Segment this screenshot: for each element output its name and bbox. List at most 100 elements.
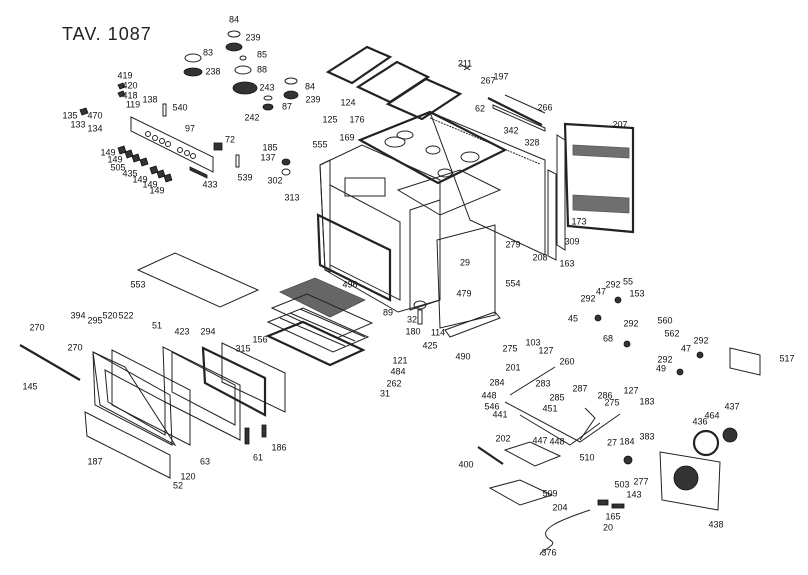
- part-number-callout: 553: [130, 279, 146, 290]
- part-number-callout: 20: [602, 522, 614, 533]
- part-number-callout: 183: [639, 396, 655, 407]
- part-number-callout: 313: [284, 192, 300, 203]
- part-number-callout: 204: [552, 502, 568, 513]
- part-number-callout: 211: [457, 58, 473, 69]
- part-number-callout: 52: [172, 480, 184, 491]
- part-number-callout: 149: [107, 154, 123, 165]
- part-number-callout: 137: [260, 152, 276, 163]
- part-number-callout: 31: [379, 388, 391, 399]
- part-number-callout: 186: [271, 442, 287, 453]
- part-number-callout: 292: [657, 354, 673, 365]
- gas-and-electrical-parts: [477, 296, 761, 556]
- part-number-callout: 97: [184, 123, 196, 134]
- part-number-callout: 279: [505, 239, 521, 250]
- part-number-callout: 61: [252, 452, 264, 463]
- part-number-callout: 51: [151, 320, 163, 331]
- part-number-callout: 88: [256, 64, 268, 75]
- part-number-callout: 149: [142, 179, 158, 190]
- part-number-callout: 242: [244, 112, 260, 123]
- part-number-callout: 292: [693, 335, 709, 346]
- part-number-callout: 447: [532, 435, 548, 446]
- part-number-callout: 510: [579, 452, 595, 463]
- part-number-callout: 277: [633, 476, 649, 487]
- part-number-callout: 420: [122, 80, 138, 91]
- part-number-callout: 267: [480, 75, 496, 86]
- part-number-callout: 275: [604, 397, 620, 408]
- part-number-callout: 32: [406, 314, 418, 325]
- part-number-callout: 55: [622, 276, 634, 287]
- part-number-callout: 441: [492, 409, 508, 420]
- part-number-callout: 302: [267, 175, 283, 186]
- oven-door-assembly: [19, 342, 286, 479]
- part-number-callout: 47: [680, 343, 692, 354]
- part-number-callout: 29: [459, 257, 471, 268]
- part-number-callout: 433: [202, 179, 218, 190]
- part-number-callout: 119: [125, 99, 141, 110]
- part-number-callout: 124: [340, 97, 356, 108]
- burner-parts: [183, 30, 299, 111]
- part-number-callout: 169: [339, 132, 355, 143]
- part-number-callout: 133: [70, 119, 86, 130]
- part-number-callout: 383: [639, 431, 655, 442]
- part-number-callout: 285: [549, 392, 565, 403]
- part-number-callout: 84: [228, 14, 240, 25]
- part-number-callout: 260: [559, 356, 575, 367]
- part-number-callout: 451: [542, 403, 558, 414]
- part-number-callout: 187: [87, 456, 103, 467]
- knobs: [79, 82, 291, 183]
- part-number-callout: 464: [704, 410, 720, 421]
- part-number-callout: 490: [455, 351, 471, 362]
- part-number-callout: 68: [602, 333, 614, 344]
- part-number-callout: 173: [571, 216, 587, 227]
- part-number-callout: 149: [100, 147, 116, 158]
- part-number-callout: 143: [626, 489, 642, 500]
- part-number-callout: 165: [605, 511, 621, 522]
- part-number-callout: 201: [505, 362, 521, 373]
- part-number-callout: 479: [456, 288, 472, 299]
- part-number-callout: 121: [392, 355, 408, 366]
- part-number-callout: 197: [493, 71, 509, 82]
- part-number-callout: 138: [142, 94, 158, 105]
- part-number-callout: 47: [595, 286, 607, 297]
- part-number-callout: 262: [386, 378, 402, 389]
- part-number-callout: 127: [538, 345, 554, 356]
- part-number-callout: 484: [390, 366, 406, 377]
- part-number-callout: 85: [256, 49, 268, 60]
- part-number-callout: 292: [605, 279, 621, 290]
- cooktop: [357, 110, 508, 185]
- part-number-callout: 342: [503, 125, 519, 136]
- part-number-callout: 185: [262, 142, 278, 153]
- part-number-callout: 63: [199, 456, 211, 467]
- part-number-callout: 89: [382, 307, 394, 318]
- part-number-callout: 266: [537, 102, 553, 113]
- oven-racks: [136, 252, 374, 367]
- part-number-callout: 286: [597, 390, 613, 401]
- part-number-callout: 49: [655, 363, 667, 374]
- part-number-callout: 149: [149, 185, 165, 196]
- part-number-callout: 522: [118, 310, 134, 321]
- part-number-callout: 309: [564, 236, 580, 247]
- part-number-callout: 202: [495, 433, 511, 444]
- part-number-callout: 114: [430, 327, 446, 338]
- part-number-callout: 546: [484, 401, 500, 412]
- part-number-callout: 238: [205, 66, 221, 77]
- part-number-callout: 448: [549, 436, 565, 447]
- part-number-callout: 270: [67, 342, 83, 353]
- part-number-callout: 423: [174, 326, 190, 337]
- part-number-callout: 149: [132, 174, 148, 185]
- part-number-callout: 328: [524, 137, 540, 148]
- back-panels: [429, 94, 635, 261]
- oven-cabinet: [316, 144, 502, 338]
- part-number-callout: 315: [235, 343, 251, 354]
- part-number-callout: 283: [535, 378, 551, 389]
- part-number-callout: 270: [29, 322, 45, 333]
- part-number-callout: 400: [458, 459, 474, 470]
- part-number-callout: 418: [122, 90, 138, 101]
- part-number-callout: 539: [237, 172, 253, 183]
- part-number-callout: 287: [572, 383, 588, 394]
- part-number-callout: 84: [304, 81, 316, 92]
- part-number-callout: 72: [224, 134, 236, 145]
- part-number-callout: 437: [724, 401, 740, 412]
